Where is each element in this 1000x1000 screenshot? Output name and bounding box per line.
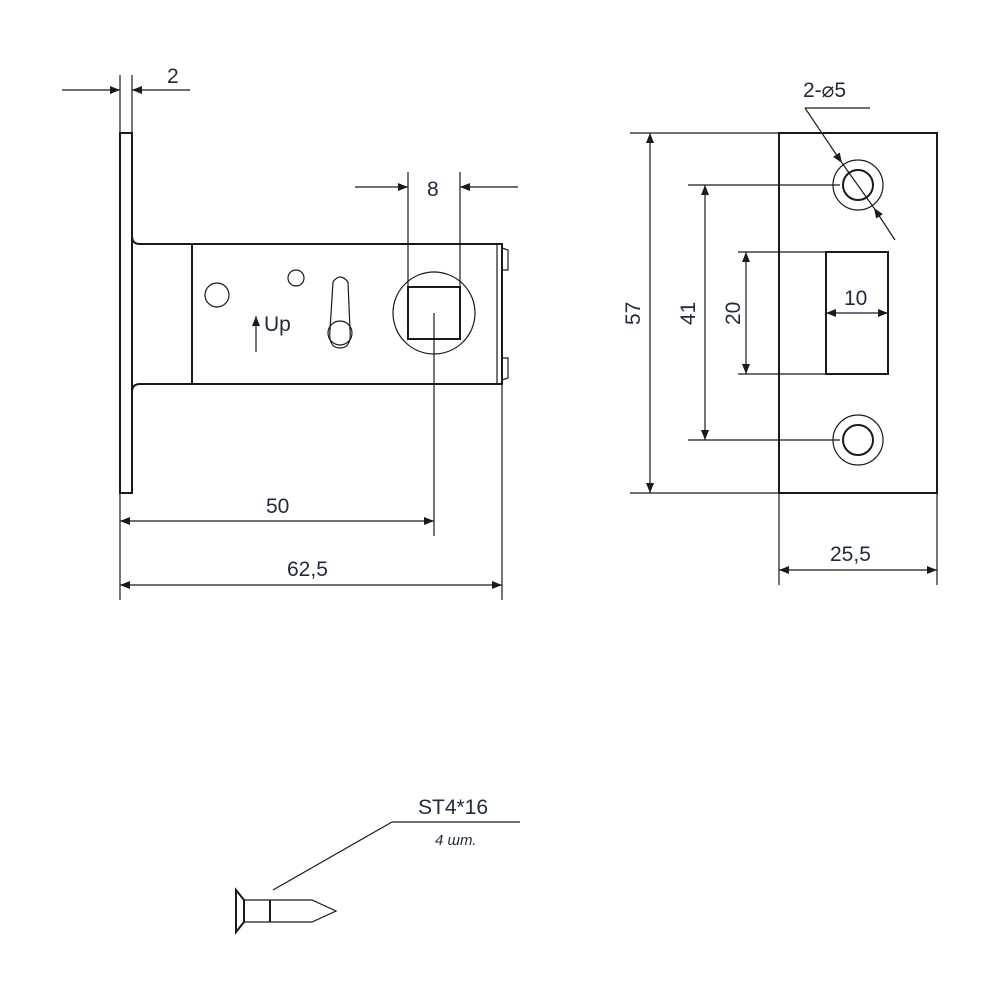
screw-icon xyxy=(235,887,338,935)
screw-hole-icon xyxy=(842,169,874,201)
small-hole-icon xyxy=(287,269,305,287)
mounting-hole-icon xyxy=(204,282,230,308)
side-view: Up 2 8 50 62,5 xyxy=(62,65,518,600)
dim-total-length: 62,5 xyxy=(287,558,328,581)
dim-width: 25,5 xyxy=(830,543,871,566)
dim-latch-width: 10 xyxy=(844,287,867,310)
screw-spec: ST4*16 xyxy=(418,796,488,819)
screw-quantity: 4 шт. xyxy=(435,832,476,849)
dim-plate-thickness: 2 xyxy=(167,65,179,88)
screw-callout: ST4*16 4 шт. xyxy=(235,796,520,935)
dim-spindle: 8 xyxy=(427,178,439,201)
dim-latch-height: 20 xyxy=(722,302,745,325)
up-label: Up xyxy=(264,313,291,336)
latch-body xyxy=(131,235,503,393)
front-view: 57 41 20 10 25,5 2-⌀5 xyxy=(622,79,938,585)
dim-hole-spacing: 41 xyxy=(677,302,700,325)
dim-height: 57 xyxy=(622,302,645,325)
hole-callout: 2-⌀5 xyxy=(803,79,846,102)
faceplate xyxy=(119,132,133,494)
slot-icon xyxy=(329,276,351,349)
dim-backset: 50 xyxy=(266,495,289,518)
screw-hole-icon xyxy=(842,424,874,456)
strike-plate xyxy=(778,132,938,494)
